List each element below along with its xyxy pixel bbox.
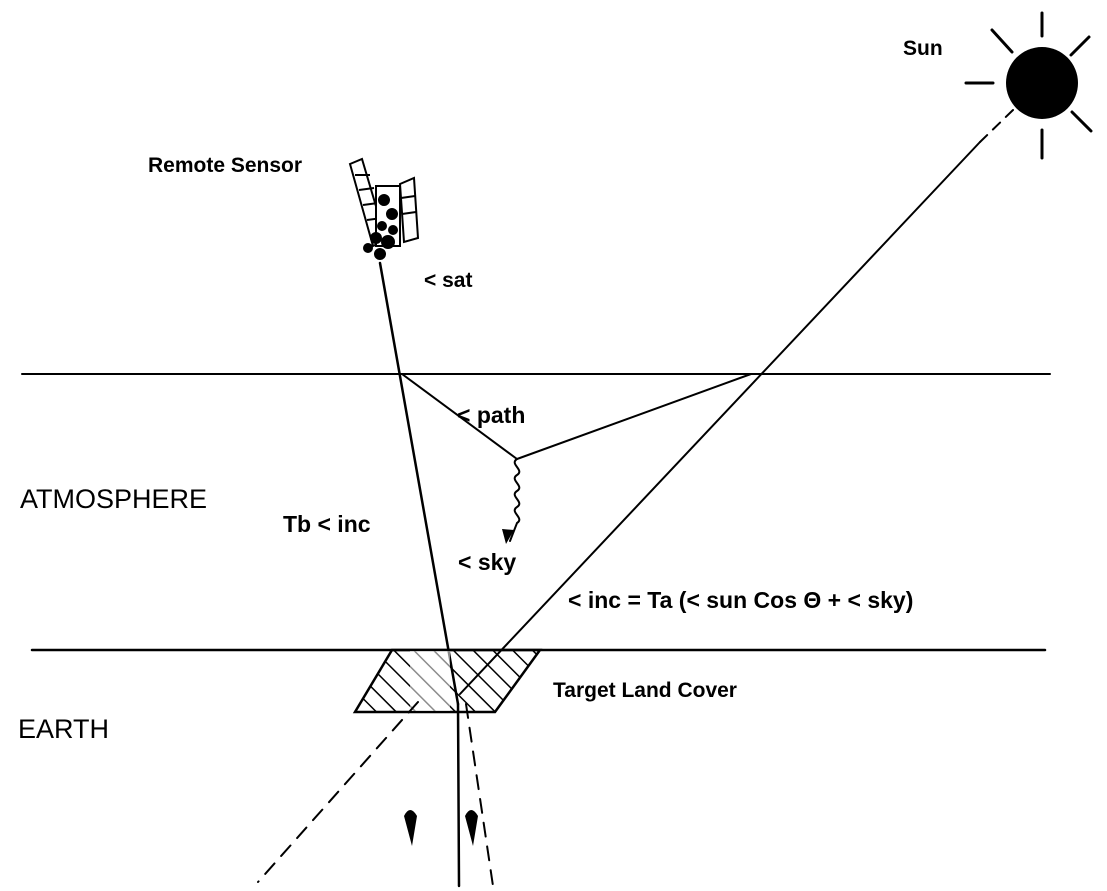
target-land-cover-patch	[355, 650, 540, 712]
refracted-dashed-line-left	[258, 702, 418, 882]
path-line-right	[517, 374, 751, 459]
downward-marker-right	[465, 810, 478, 846]
sun-label: Sun	[903, 37, 943, 60]
sensor-line-of-sight	[380, 263, 458, 704]
remote-sensor-label: Remote Sensor	[148, 154, 302, 177]
atmosphere-label: ATMOSPHERE	[20, 484, 207, 514]
sat-label: < sat	[424, 269, 472, 292]
satellite-icon	[350, 159, 418, 259]
transmitted-line-vertical	[458, 704, 459, 886]
earth-label: EARTH	[18, 714, 109, 744]
inc-equation-label: < inc = Ta (< sun Cos Θ + < sky)	[568, 587, 913, 613]
downward-marker-left	[404, 810, 417, 846]
target-land-cover-label: Target Land Cover	[553, 679, 737, 702]
refracted-dashed-line-right	[466, 704, 493, 886]
tb-inc-label: Tb < inc	[283, 511, 371, 537]
sky-radiation-arrow	[510, 459, 519, 541]
sky-label: < sky	[458, 549, 516, 575]
path-label: < path	[457, 402, 525, 428]
sun-ray-dashed	[980, 110, 1013, 142]
